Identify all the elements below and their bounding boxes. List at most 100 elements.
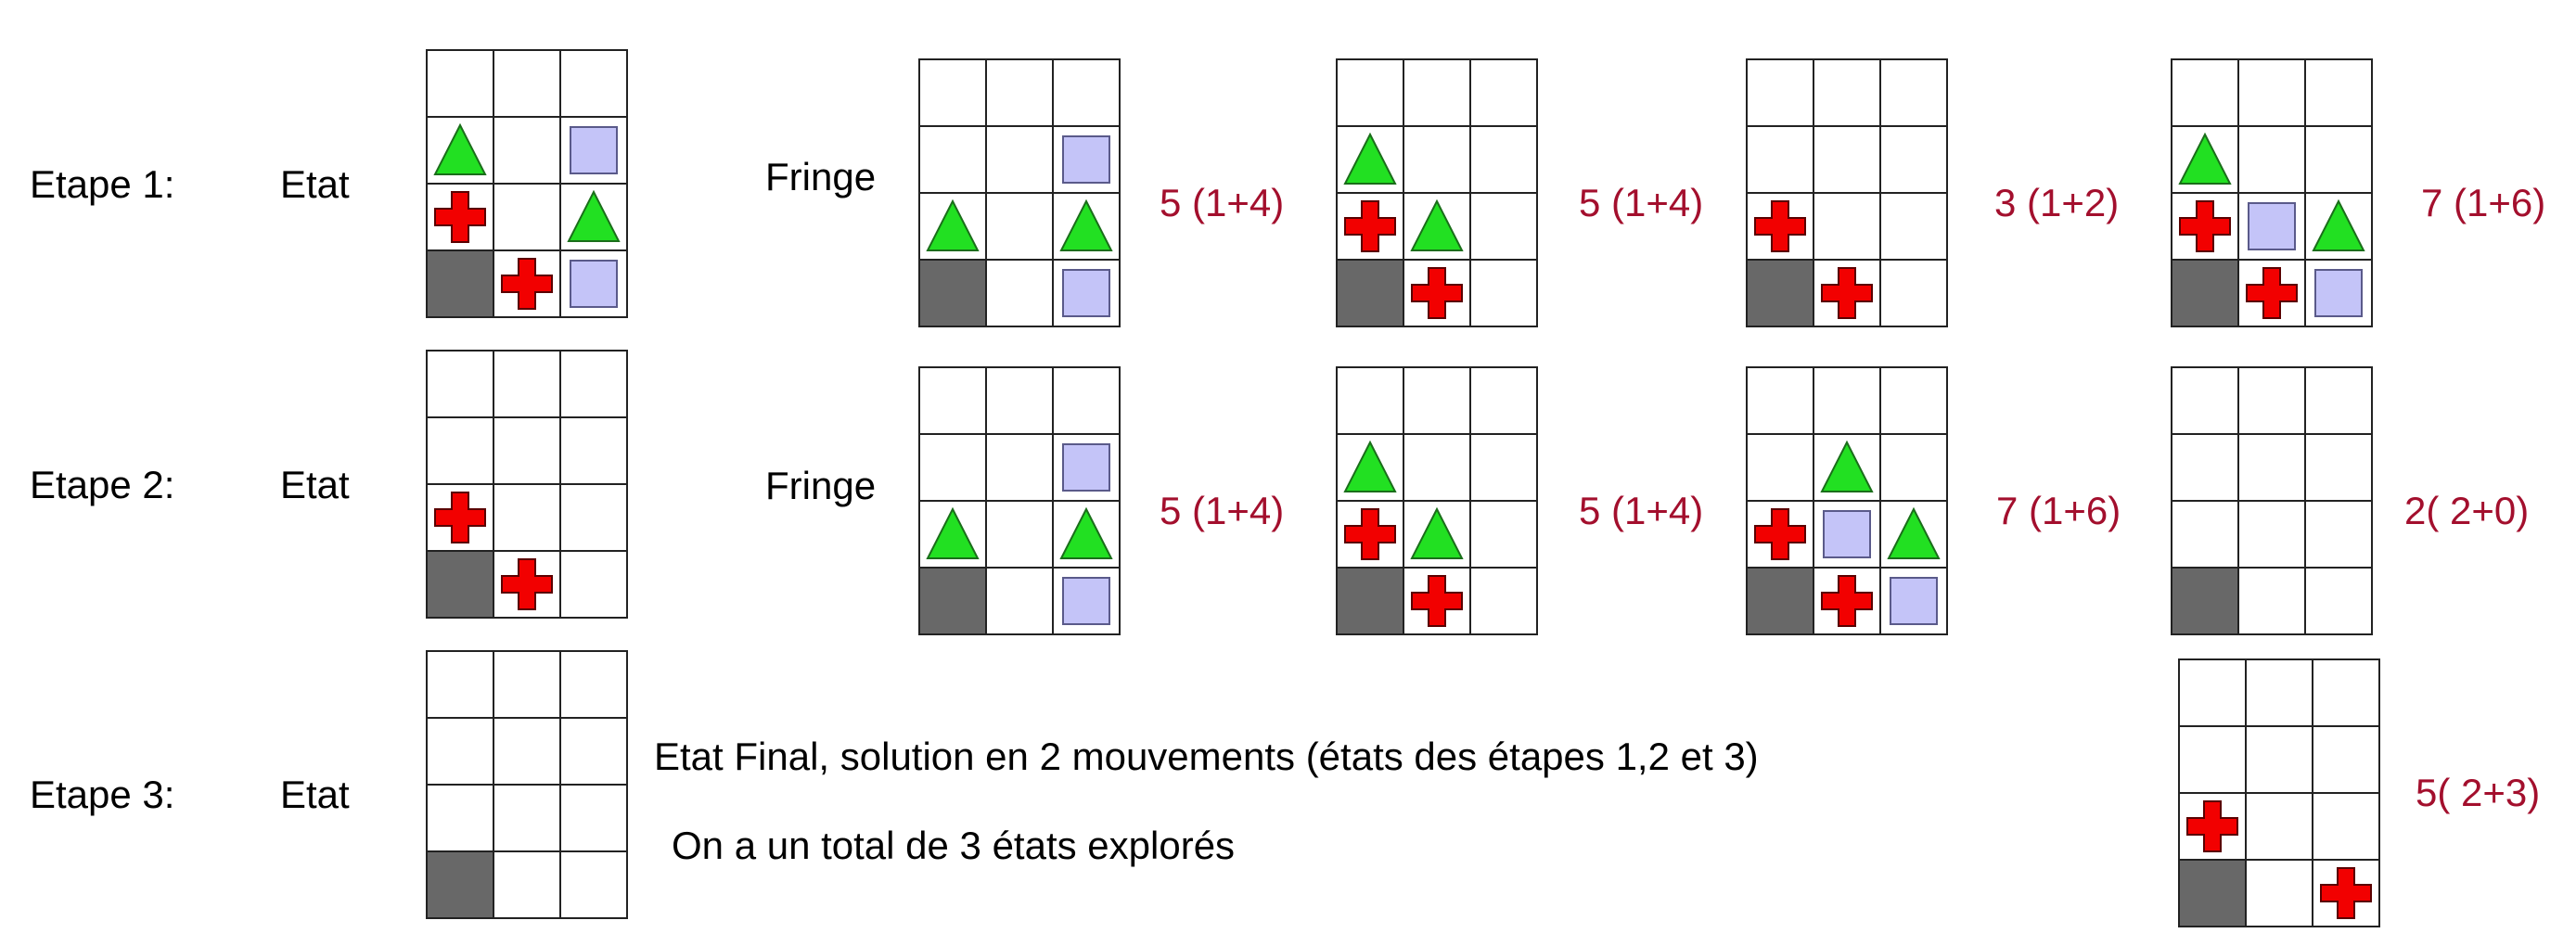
grid-cell (494, 251, 561, 318)
grid-cell (1054, 368, 1121, 435)
square-icon (570, 126, 618, 174)
grid-cell (987, 569, 1054, 635)
grid-cell (1404, 435, 1471, 502)
state-label: Etat (280, 773, 350, 816)
state-grid (426, 650, 628, 919)
wall-cell (428, 852, 494, 919)
grid-cell (2313, 727, 2380, 794)
grid-cell (1881, 261, 1948, 327)
grid-cell (494, 652, 561, 719)
grid-cell (987, 261, 1054, 327)
cross-icon (1344, 200, 1396, 252)
grid-cell (2247, 727, 2313, 794)
grid-cell (1748, 127, 1814, 194)
grid-cell (2306, 569, 2373, 635)
grid-cell (1471, 261, 1538, 327)
grid-cell (561, 552, 628, 619)
fringe-label: Fringe (765, 155, 877, 198)
wall-cell (920, 569, 987, 635)
state-grid (426, 350, 628, 619)
wall-cell (2172, 261, 2239, 327)
fringe-score: 5 (1+4) (1160, 489, 1285, 532)
grid-cell (1471, 194, 1538, 261)
square-icon (1062, 443, 1110, 492)
triangle-icon (1410, 198, 1464, 251)
triangle-icon (926, 506, 980, 559)
grid-cell (2239, 368, 2306, 435)
cross-icon (1754, 200, 1806, 252)
grid-cell (2172, 127, 2239, 194)
grid-cell (1404, 194, 1471, 261)
grid-cell (2172, 502, 2239, 569)
grid-cell (2247, 660, 2313, 727)
grid-cell (1748, 60, 1814, 127)
grid-cell (1881, 194, 1948, 261)
fringe-score: 2( 2+0) (2404, 489, 2530, 532)
grid-cell (1471, 569, 1538, 635)
grid-cell (561, 852, 628, 919)
fringe-score: 5 (1+4) (1579, 489, 1704, 532)
grid-cell (2172, 60, 2239, 127)
grid-cell (1814, 60, 1881, 127)
triangle-icon (1059, 506, 1113, 559)
grid-cell (2239, 502, 2306, 569)
grid-cell (920, 194, 987, 261)
wall-cell (1338, 261, 1404, 327)
grid-cell (1404, 368, 1471, 435)
grid-cell (1338, 60, 1404, 127)
triangle-icon (1343, 132, 1397, 185)
fringe-grid (2178, 658, 2380, 927)
grid-cell (987, 60, 1054, 127)
grid-cell (1054, 261, 1121, 327)
state-grid (426, 49, 628, 318)
grid-cell (2313, 660, 2380, 727)
grid-cell (1881, 502, 1948, 569)
grid-cell (561, 51, 628, 118)
grid-cell (494, 719, 561, 786)
square-icon (2248, 202, 2296, 250)
grid-cell (428, 185, 494, 251)
fringe-score: 5 (1+4) (1579, 181, 1704, 224)
grid-cell (2306, 60, 2373, 127)
grid-cell (2313, 794, 2380, 861)
grid-cell (2172, 194, 2239, 261)
cross-icon (501, 258, 553, 310)
grid-cell (987, 502, 1054, 569)
cross-icon (1344, 508, 1396, 560)
grid-cell (1881, 435, 1948, 502)
fringe-grid (2171, 58, 2373, 327)
wall-cell (1748, 569, 1814, 635)
grid-cell (428, 352, 494, 418)
cross-icon (2186, 800, 2238, 852)
triangle-icon (1820, 440, 1874, 492)
cross-icon (2246, 267, 2298, 319)
triangle-icon (2312, 198, 2365, 251)
total-explored-text: On a un total de 3 états explorés (672, 824, 1236, 867)
cross-icon (434, 492, 486, 543)
grid-cell (1054, 502, 1121, 569)
grid-cell (1814, 502, 1881, 569)
triangle-icon (926, 198, 980, 251)
grid-cell (2180, 727, 2247, 794)
grid-cell (2172, 435, 2239, 502)
grid-cell (561, 652, 628, 719)
cross-icon (1411, 575, 1463, 627)
grid-cell (2172, 368, 2239, 435)
grid-cell (494, 418, 561, 485)
grid-cell (920, 502, 987, 569)
grid-cell (494, 352, 561, 418)
grid-cell (920, 127, 987, 194)
square-icon (1062, 577, 1110, 625)
grid-cell (1881, 368, 1948, 435)
grid-cell (1471, 60, 1538, 127)
square-icon (1062, 135, 1110, 184)
final-state-text: Etat Final, solution en 2 mouvements (ét… (654, 735, 1759, 778)
fringe-score: 5( 2+3) (2416, 771, 2541, 814)
grid-cell (1404, 502, 1471, 569)
grid-cell (987, 368, 1054, 435)
state-label: Etat (280, 162, 350, 206)
triangle-icon (1059, 198, 1113, 251)
grid-cell (1471, 368, 1538, 435)
triangle-icon (1887, 506, 1941, 559)
grid-cell (987, 435, 1054, 502)
